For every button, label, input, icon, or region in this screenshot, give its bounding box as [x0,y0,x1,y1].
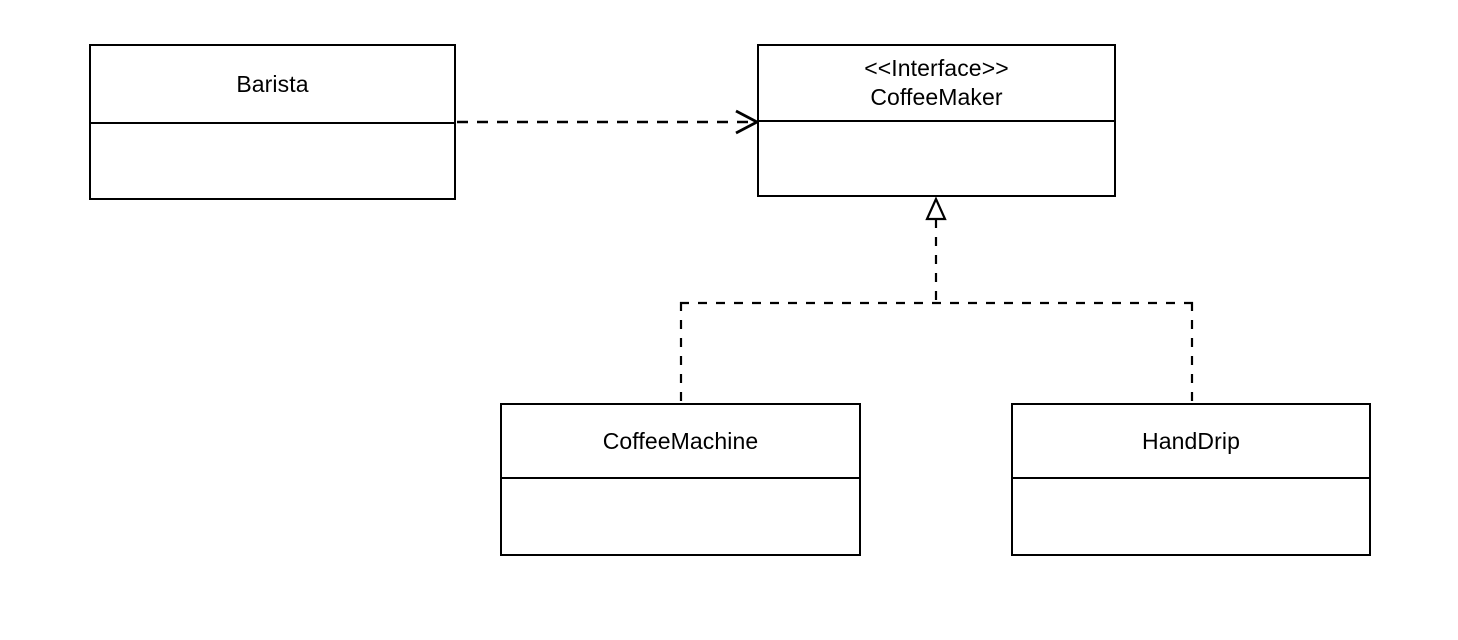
class-name-coffeemachine: CoffeeMachine [602,427,759,454]
class-box-coffeemaker[interactable]: <<Interface>> CoffeeMaker [757,44,1116,197]
class-header-coffeemaker: <<Interface>> CoffeeMaker [759,46,1114,122]
class-name-barista: Barista [236,70,309,97]
class-header-coffeemachine: CoffeeMachine [502,405,859,479]
class-header-handdrip: HandDrip [1013,405,1369,479]
class-header-barista: Barista [91,46,454,124]
class-box-coffeemachine[interactable]: CoffeeMachine [500,403,861,556]
class-box-barista[interactable]: Barista [89,44,456,200]
class-members-coffeemachine [502,479,859,554]
realization-tree-to-coffeemaker [679,196,1194,404]
hollow-triangle-arrowhead-icon [925,196,947,221]
class-box-handdrip[interactable]: HandDrip [1011,403,1371,556]
class-name-handdrip: HandDrip [1142,427,1240,454]
class-name-coffeemaker: CoffeeMaker [870,84,1003,110]
class-members-barista [91,124,454,198]
class-members-handdrip [1013,479,1369,554]
dependency-barista-to-coffeemaker [457,109,761,135]
class-stereotype-coffeemaker: <<Interface>> [864,55,1009,81]
class-members-coffeemaker [759,122,1114,195]
open-arrowhead-icon [735,109,761,135]
